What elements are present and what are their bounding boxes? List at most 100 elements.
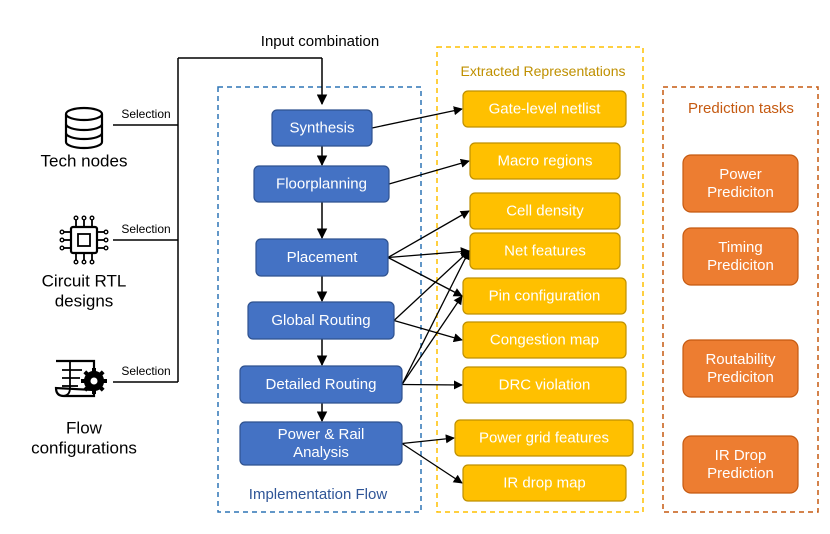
flow-step-label: Detailed Routing [266, 376, 377, 393]
connection-arrow [388, 158, 470, 185]
flow-step-label: Power & Rail [278, 426, 365, 443]
chip-icon [59, 215, 109, 265]
selection-label: Selection [121, 364, 170, 378]
prediction-task-label: IR Drop [715, 447, 767, 464]
rep-item-box [454, 419, 634, 457]
flow-step-label: Placement [287, 249, 359, 266]
rep-item-net-features: Net features [469, 232, 621, 270]
extracted-representations-title: Extracted Representations [461, 63, 626, 79]
flow-step-label: Global Routing [271, 312, 370, 329]
flow-step-label: Synthesis [289, 120, 354, 137]
rep-item-box [462, 464, 627, 502]
rep-item-label: Cell density [506, 203, 584, 220]
rep-item-box [462, 277, 627, 315]
connection-arrow [393, 319, 463, 343]
flow-step-label: Floorplanning [276, 176, 367, 193]
rep-item-box [469, 232, 621, 270]
rep-item-pin-configuration: Pin configuration [462, 277, 627, 315]
rep-item-label: Net features [504, 243, 586, 260]
connection-arrow [387, 210, 470, 259]
rep-item-label: Congestion map [490, 332, 599, 349]
prediction-task-label: Timing [718, 239, 762, 256]
prediction-task-label: Prediction [707, 465, 774, 482]
prediction-task-label: Prediciton [707, 184, 774, 201]
flow-step-box [239, 421, 403, 466]
rep-item-label: Gate-level netlist [489, 101, 602, 118]
connection-arrow [401, 442, 463, 484]
prediction-task-label: Routability [705, 351, 776, 368]
connection-arrow [401, 295, 463, 385]
implementation-flow-frame [217, 86, 422, 513]
source-label: Circuit RTL [42, 272, 127, 291]
rep-item-label: DRC violation [499, 377, 591, 394]
source-label: configurations [31, 439, 137, 458]
input-combination-label: Input combination [261, 33, 379, 50]
prediction-task-box [682, 339, 799, 398]
rep-item-box [469, 142, 621, 180]
connection-arrow [401, 434, 455, 445]
source-label: Flow [66, 419, 103, 438]
step-to-representation-arrows [371, 106, 470, 484]
rep-item-ir-drop-map: IR drop map [462, 464, 627, 502]
prediction-task-box [682, 435, 799, 494]
rep-item-cell-density: Cell density [469, 192, 621, 230]
connection-arrow [371, 106, 463, 129]
source-label: Tech nodes [41, 152, 128, 171]
rep-item-label: Macro regions [497, 153, 592, 170]
connection-arrow [393, 250, 470, 321]
rep-item-power-grid-features: Power grid features [454, 419, 634, 457]
prediction-tasks-title: Prediction tasks [688, 100, 794, 117]
rep-item-macro-regions: Macro regions [469, 142, 621, 180]
implementation-flow-title: Implementation Flow [249, 486, 388, 503]
connection-arrow [401, 250, 470, 385]
connection-arrow [387, 256, 463, 297]
rep-item-drc-violation: DRC violation [462, 366, 627, 404]
extracted-representations-frame [436, 46, 644, 513]
rep-item-box [462, 366, 627, 404]
prediction-task-label: Power [719, 166, 762, 183]
flow-step-detailed-routing: Detailed Routing [239, 365, 403, 404]
selection-label: Selection [121, 107, 170, 121]
source-tech-nodes: Tech nodes Selection [41, 106, 178, 171]
prediction-task-items: PowerPredicitonTimingPredicitonRoutabili… [682, 154, 799, 494]
rep-item-label: Pin configuration [489, 288, 601, 305]
flow-step-global-routing: Global Routing [247, 301, 395, 340]
connection-arrow [401, 380, 463, 390]
rep-item-gate-level-netlist: Gate-level netlist [462, 90, 627, 128]
input-combination-connector [177, 57, 328, 382]
rep-item-box [462, 321, 627, 359]
flow-step-floorplanning: Floorplanning [253, 165, 390, 203]
flow-step-label: Analysis [293, 444, 349, 461]
database-icon [64, 106, 104, 150]
prediction-task-box [682, 154, 799, 213]
flow-step-box [253, 165, 390, 203]
rep-item-label: IR drop map [503, 475, 586, 492]
source-label: designs [55, 292, 114, 311]
flow-step-box [239, 365, 403, 404]
flow-step-synthesis: Synthesis [271, 109, 373, 147]
connection-arrow [387, 247, 470, 259]
selection-label: Selection [121, 222, 170, 236]
flow-step-box [271, 109, 373, 147]
rep-item-box [469, 192, 621, 230]
rep-item-congestion-map: Congestion map [462, 321, 627, 359]
prediction-task-box [682, 227, 799, 286]
flow-step-placement: Placement [255, 238, 389, 277]
prediction-task-label: Prediciton [707, 257, 774, 274]
prediction-tasks-frame [662, 86, 819, 513]
document-gear-icon [54, 359, 107, 398]
prediction-task-label: Prediciton [707, 369, 774, 386]
rep-item-label: Power grid features [479, 430, 609, 447]
flow-step-box [255, 238, 389, 277]
